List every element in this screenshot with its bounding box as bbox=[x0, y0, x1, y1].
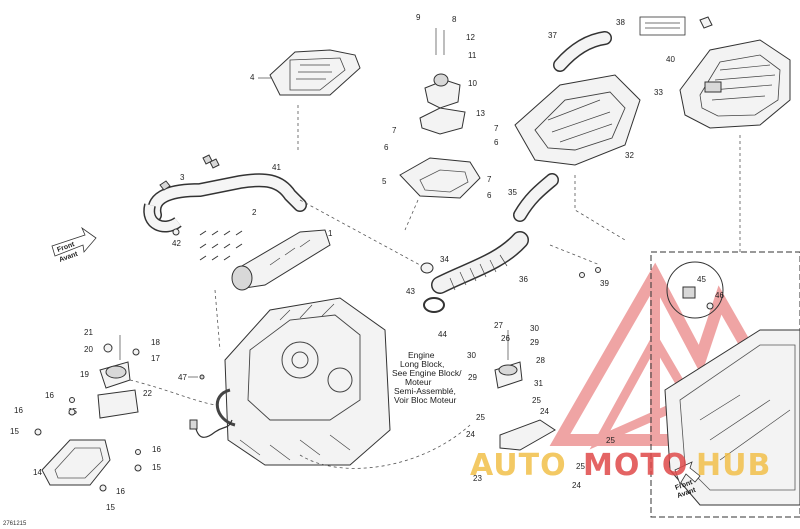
callout-30-b: 30 bbox=[467, 351, 476, 360]
callout-46: 46 bbox=[715, 291, 724, 300]
callout-45: 45 bbox=[697, 275, 706, 284]
engine-label-line-2: Long Block, bbox=[400, 359, 444, 369]
airbox-base-32: 32 bbox=[514, 74, 641, 166]
callout-7-c: 7 bbox=[487, 175, 492, 184]
callout-29-b: 29 bbox=[468, 373, 477, 382]
callout-47: 47 bbox=[178, 373, 187, 382]
front-arrow-right-icon bbox=[674, 461, 701, 485]
air-intake-hose-36: 34 43 44 36 bbox=[406, 231, 529, 339]
callout-11: 11 bbox=[468, 51, 477, 60]
engine-label-line-5: Semi-Assemblé, bbox=[394, 386, 456, 396]
callout-14: 14 bbox=[33, 468, 42, 477]
callout-37: 37 bbox=[548, 31, 557, 40]
callout-24-a: 24 bbox=[540, 407, 549, 416]
engine-label-line-1: Engine bbox=[408, 350, 435, 360]
intake-elbow-35: 35 bbox=[508, 173, 559, 222]
inset-detail-box: 45 46 Front Avant bbox=[650, 251, 800, 518]
callout-18: 18 bbox=[151, 338, 160, 347]
callout-38: 38 bbox=[616, 18, 625, 27]
drawing-code: 2761215 bbox=[3, 521, 27, 527]
callout-17: 17 bbox=[151, 354, 160, 363]
engine-mount-right: 27 26 30 29 30 29 28 31 25 24 25 24 23 2… bbox=[466, 321, 615, 490]
callout-9: 9 bbox=[416, 13, 421, 22]
warning-decal-38: 38 bbox=[616, 16, 713, 36]
callout-36: 36 bbox=[519, 275, 528, 284]
callout-6-a: 6 bbox=[384, 143, 389, 152]
callout-16-b: 16 bbox=[14, 406, 23, 415]
callout-24-b: 24 bbox=[466, 430, 475, 439]
callout-44: 44 bbox=[438, 330, 447, 339]
callout-24-c: 24 bbox=[572, 481, 581, 490]
callout-25-b: 25 bbox=[476, 413, 485, 422]
callout-28: 28 bbox=[536, 356, 545, 365]
callout-25-d: 25 bbox=[576, 462, 585, 471]
front-arrow-left: Front Avant bbox=[51, 226, 97, 264]
callout-6-b: 6 bbox=[494, 138, 499, 147]
callout-15-b: 15 bbox=[10, 427, 19, 436]
sensor-47: 47 bbox=[178, 373, 233, 438]
airbox-cover-33: 33 40 bbox=[654, 39, 791, 129]
callout-8: 8 bbox=[452, 15, 457, 24]
callout-41: 41 bbox=[272, 163, 281, 172]
callout-43: 43 bbox=[406, 287, 415, 296]
callout-39: 39 bbox=[600, 279, 609, 288]
intake-manifold: 1 2 bbox=[199, 208, 333, 291]
callout-7-a: 7 bbox=[392, 126, 397, 135]
engine-label-line-3: See Engine Block/ bbox=[392, 368, 462, 378]
callout-21: 21 bbox=[84, 328, 93, 337]
callout-33: 33 bbox=[654, 88, 663, 97]
engine-mount-left: 21 20 18 17 19 22 bbox=[80, 328, 160, 419]
callout-12: 12 bbox=[466, 33, 475, 42]
hardware-39: 39 bbox=[579, 267, 609, 288]
callout-4: 4 bbox=[250, 73, 255, 82]
callout-10: 10 bbox=[468, 79, 477, 88]
callout-35: 35 bbox=[508, 188, 517, 197]
callout-7-b: 7 bbox=[494, 124, 499, 133]
callout-31: 31 bbox=[534, 379, 543, 388]
watermark-moto: MOTO bbox=[583, 448, 688, 483]
callout-40: 40 bbox=[666, 55, 675, 64]
engine-top-cover: 4 bbox=[250, 49, 361, 96]
callout-23: 23 bbox=[473, 474, 482, 483]
callout-19: 19 bbox=[80, 370, 89, 379]
callout-6-c: 6 bbox=[487, 191, 492, 200]
callout-16-a: 16 bbox=[45, 391, 54, 400]
callout-20: 20 bbox=[84, 345, 93, 354]
callout-15-c: 15 bbox=[152, 463, 161, 472]
callout-30-a: 30 bbox=[530, 324, 539, 333]
callout-2: 2 bbox=[252, 208, 257, 217]
callout-5: 5 bbox=[382, 177, 387, 186]
callout-26: 26 bbox=[501, 334, 510, 343]
front-arrow-left-icon bbox=[51, 226, 97, 257]
engine-label-line-6: Voir Bloc Moteur bbox=[394, 395, 457, 405]
duct-37: 37 bbox=[548, 31, 612, 72]
engine-label-line-4: Moteur bbox=[405, 377, 432, 387]
callout-25-a: 25 bbox=[532, 396, 541, 405]
callout-15-d: 15 bbox=[106, 503, 115, 512]
support-bracket-5: 9 8 12 11 10 13 7 6 7 6 7 6 5 bbox=[382, 13, 499, 200]
callout-22: 22 bbox=[143, 389, 152, 398]
callout-1: 1 bbox=[328, 229, 333, 238]
watermark-hub: HUB bbox=[696, 448, 771, 483]
callout-3: 3 bbox=[180, 173, 185, 182]
hose-41: 41 3 42 bbox=[143, 154, 307, 248]
callout-16-d: 16 bbox=[116, 487, 125, 496]
callout-42: 42 bbox=[172, 239, 181, 248]
watermark-auto: AUTO bbox=[470, 448, 567, 483]
engine-long-block: Engine Long Block, See Engine Block/ Mot… bbox=[215, 297, 462, 466]
callout-34: 34 bbox=[440, 255, 449, 264]
callout-29-a: 29 bbox=[530, 338, 539, 347]
callout-25-c: 25 bbox=[606, 436, 615, 445]
callout-32: 32 bbox=[625, 151, 634, 160]
watermark-text: AUTO MOTO HUB bbox=[470, 448, 771, 483]
callout-13: 13 bbox=[476, 109, 485, 118]
engine-label: Engine Long Block, See Engine Block/ Mot… bbox=[392, 350, 462, 405]
callout-16-c: 16 bbox=[152, 445, 161, 454]
engine-bracket-14: 14 16 16 15 15 16 15 16 15 bbox=[10, 391, 161, 512]
callout-27: 27 bbox=[494, 321, 503, 330]
